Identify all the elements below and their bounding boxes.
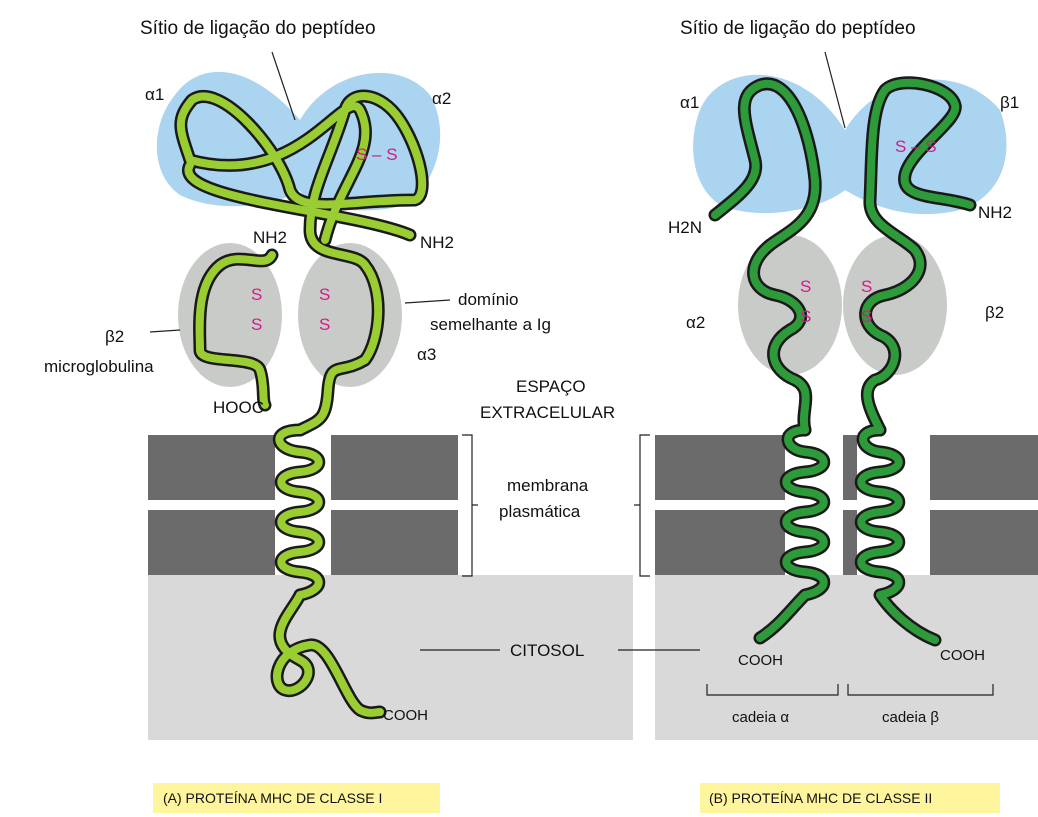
panel-a-membrane-inner	[148, 510, 275, 575]
disulfide-b-beta2-s2: S	[861, 307, 872, 326]
alpha2-label-b: α2	[686, 313, 705, 332]
panel-b-membrane-outer	[930, 435, 1038, 500]
nh2-mid-label: NH2	[420, 233, 454, 252]
panel-a-membrane-outer	[331, 435, 458, 500]
alpha3-label: α3	[417, 345, 436, 364]
panel-a-membrane-inner	[331, 510, 458, 575]
panel-a-membrane-outer	[148, 435, 275, 500]
membrane-bracket-right	[634, 435, 650, 576]
cooh-right-label-b: COOH	[940, 647, 985, 664]
espaco-line1-label: ESPAÇO	[516, 377, 586, 396]
caption-a: (A) PROTEÍNA MHC DE CLASSE I	[163, 790, 382, 806]
ig-domain-leader	[405, 300, 450, 303]
espaco-line2-label: EXTRACELULAR	[480, 403, 615, 422]
panel-b-membrane-inner	[930, 510, 1038, 575]
nh2-label-b: NH2	[978, 203, 1012, 222]
binding-site-a-label: Sítio de ligação do peptídeo	[140, 18, 376, 39]
disulfide-a-top: S – S	[356, 145, 398, 164]
captions: (A) PROTEÍNA MHC DE CLASSE I (B) PROTEÍN…	[153, 783, 1000, 813]
disulfide-a-beta2-s2: S	[251, 315, 262, 334]
panel-b-membrane-inner	[655, 510, 785, 575]
caption-b: (B) PROTEÍNA MHC DE CLASSE II	[709, 790, 932, 806]
disulfide-a-alpha3-s1: S	[319, 285, 330, 304]
h2n-label: H2N	[668, 218, 702, 237]
membrana-line1-label: membrana	[507, 476, 589, 495]
cadeia-alpha-label: cadeia α	[732, 709, 789, 726]
disulfide-b-alpha2-s1: S	[800, 277, 811, 296]
panel-b-background	[655, 435, 1038, 740]
citosol-label: CITOSOL	[510, 641, 584, 660]
panel-b-membrane-outer	[655, 435, 785, 500]
disulfide-b-alpha2-s2: S	[800, 307, 811, 326]
dominio-line2-label: semelhante a Ig	[430, 315, 551, 334]
binding-site-b-label: Sítio de ligação do peptídeo	[680, 18, 916, 39]
microglobulina-label: microglobulina	[44, 357, 154, 376]
membrane-bracket-left	[462, 435, 478, 576]
membrana-line2-label: plasmática	[499, 502, 581, 521]
beta2-label: β2	[105, 327, 124, 346]
alpha1-label-a: α1	[145, 85, 164, 104]
beta2-label-b: β2	[985, 303, 1004, 322]
cadeia-beta-label: cadeia β	[882, 709, 939, 726]
nh2-top-label: NH2	[253, 228, 287, 247]
cooh-label-a: COOH	[383, 707, 428, 724]
beta2-microglobulin-leader	[150, 330, 180, 332]
disulfide-b-beta2-s1: S	[861, 277, 872, 296]
disulfide-a-beta2-s1: S	[251, 285, 262, 304]
panel-b-membrane-outer	[843, 435, 857, 500]
alpha1-label-b: α1	[680, 93, 699, 112]
hooc-label: HOOC	[213, 398, 264, 417]
alpha2-label-a: α2	[432, 89, 451, 108]
disulfide-b-top: S – S	[895, 137, 937, 156]
cooh-left-label-b: COOH	[738, 652, 783, 669]
dominio-line1-label: domínio	[458, 290, 518, 309]
disulfide-a-alpha3-s2: S	[319, 315, 330, 334]
beta1-label: β1	[1000, 93, 1019, 112]
panel-b-membrane-inner	[843, 510, 857, 575]
